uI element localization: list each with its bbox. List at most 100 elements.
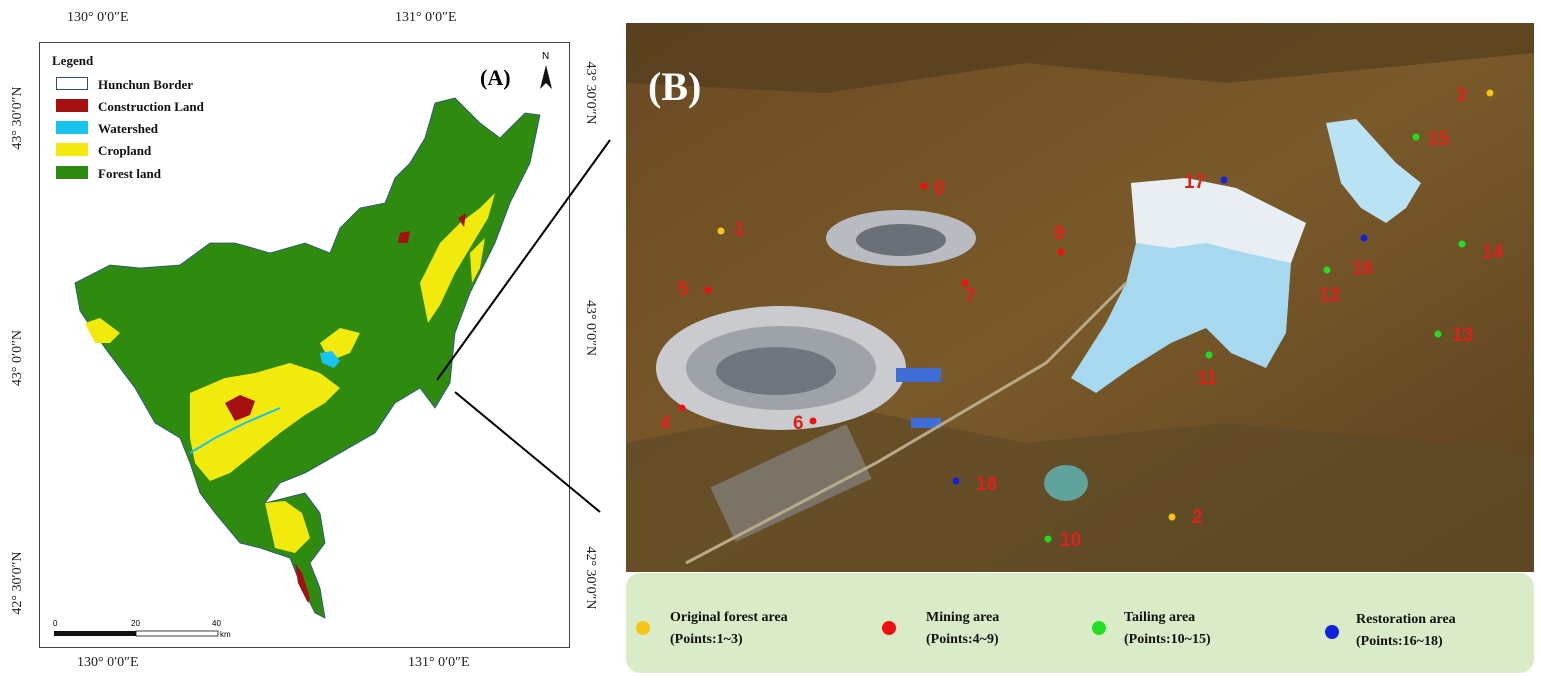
legend-title: Legend	[52, 53, 94, 68]
top-axis-label-130: 130° 0′0″E	[67, 10, 129, 25]
point-marker-12	[1323, 266, 1331, 274]
bottom-axis-label-131: 131° 0′0″E	[408, 655, 470, 670]
legend-tailing-title: Tailing area	[1124, 610, 1196, 625]
construction-land-city	[225, 395, 255, 421]
cropland-east	[470, 238, 485, 283]
tailing-pond-upper	[1326, 119, 1421, 223]
point-label-9: 9	[1054, 223, 1065, 244]
satellite-image-panel: (B) 1 2 3 4 5 6 7 8 9 10 11 12 13 14 15 …	[626, 23, 1534, 572]
scale-tick-20: 20	[131, 619, 140, 628]
point-label-14: 14	[1482, 242, 1504, 263]
point-marker-15	[1412, 133, 1420, 141]
cropland-south	[265, 501, 310, 553]
legend-swatch-border	[56, 77, 88, 90]
point-label-11: 11	[1197, 368, 1218, 389]
legend-item-cropland: Cropland	[52, 143, 252, 159]
legend-restoration-sub: (Points:16~18)	[1356, 634, 1443, 649]
cropland-river	[420, 193, 495, 323]
point-label-2: 2	[1192, 507, 1203, 528]
point-category-legend: Original forest area (Points:1~3) Mining…	[626, 573, 1534, 673]
legend-entry-forest: Original forest area (Points:1~3)	[670, 607, 788, 651]
bottom-axis-label-130: 130° 0′0″E	[77, 655, 139, 670]
point-label-1: 1	[734, 219, 745, 240]
connector-line-upper	[436, 139, 611, 381]
point-marker-16	[1360, 234, 1368, 242]
scale-tick-0: 0	[53, 619, 58, 628]
point-label-18: 18	[976, 474, 998, 495]
legend-item-border: Hunchun Border	[52, 77, 252, 93]
watershed-lake	[320, 351, 340, 368]
legend-label-cropland: Cropland	[98, 143, 152, 158]
point-label-13: 13	[1452, 325, 1474, 346]
legend-dot-forest	[636, 621, 650, 635]
legend-dot-restoration	[1325, 625, 1339, 639]
legend-forest-sub: (Points:1~3)	[670, 632, 743, 647]
legend-label-forest: Forest land	[98, 166, 161, 181]
point-marker-10	[1044, 535, 1052, 543]
connector-line-lower	[454, 391, 601, 513]
construction-land-north	[398, 231, 410, 243]
cropland-main	[190, 363, 340, 481]
north-arrow	[540, 65, 552, 89]
legend-mining-sub: (Points:4~9)	[926, 632, 999, 647]
legend-restoration-title: Restoration area	[1356, 612, 1456, 627]
legend-swatch-watershed	[56, 121, 88, 134]
point-marker-5	[704, 286, 712, 294]
small-pond	[1044, 465, 1088, 501]
legend-label-watershed: Watershed	[98, 121, 158, 136]
point-label-15: 15	[1428, 129, 1450, 150]
point-marker-2	[1168, 513, 1176, 521]
point-label-10: 10	[1060, 530, 1082, 551]
construction-land-south	[295, 563, 310, 603]
point-marker-18	[952, 477, 960, 485]
land-use-map-svg	[54, 65, 552, 637]
legend-label-construction: Construction Land	[98, 99, 204, 114]
scale-tick-40: 40	[212, 619, 221, 628]
scale-bar	[54, 630, 219, 637]
panel-a-label: (A)	[480, 65, 511, 90]
panel-b-label: (B)	[648, 64, 702, 109]
legend-dot-tailing	[1092, 621, 1106, 635]
hunchun-land-use-map: (A) N Legend Hunchun Border Construction…	[39, 42, 570, 648]
legend-swatch-construction	[56, 99, 88, 112]
point-marker-8	[920, 182, 928, 190]
legend-entry-mining: Mining area (Points:4~9)	[926, 607, 999, 651]
construction-land-east	[458, 213, 466, 227]
legend-item-watershed: Watershed	[52, 121, 252, 137]
cropland-west	[85, 318, 120, 343]
point-marker-6	[809, 417, 817, 425]
point-label-16: 16	[1352, 258, 1374, 279]
north-label: N	[542, 51, 550, 62]
point-marker-17	[1220, 176, 1228, 184]
satellite-image	[626, 23, 1534, 572]
legend-mining-title: Mining area	[926, 610, 1000, 625]
legend-item-construction: Construction Land	[52, 99, 252, 115]
top-axis-label-131: 131° 0′0″E	[395, 10, 457, 25]
point-label-8: 8	[934, 178, 945, 199]
point-marker-11	[1205, 351, 1213, 359]
legend-entry-restoration: Restoration area (Points:16~18)	[1356, 609, 1456, 653]
scale-unit: km	[220, 630, 231, 639]
legend-swatch-cropland	[56, 143, 88, 156]
point-label-5: 5	[678, 279, 689, 300]
point-marker-1	[717, 227, 725, 235]
point-label-12: 12	[1319, 285, 1341, 306]
industrial-area	[710, 424, 872, 542]
point-label-3: 3	[1456, 85, 1467, 106]
point-marker-3	[1486, 89, 1494, 97]
point-marker-14	[1458, 240, 1466, 248]
legend-forest-title: Original forest area	[670, 610, 788, 625]
legend-tailing-sub: (Points:10~15)	[1124, 632, 1211, 647]
point-label-17: 17	[1184, 172, 1206, 193]
watershed-river	[189, 407, 281, 454]
point-label-6: 6	[793, 413, 804, 434]
point-marker-9	[1057, 248, 1065, 256]
legend-item-forest: Forest land	[52, 166, 252, 182]
legend-label-border: Hunchun Border	[98, 77, 193, 92]
point-marker-13	[1434, 330, 1442, 338]
point-label-4: 4	[660, 413, 671, 434]
point-label-7: 7	[965, 286, 976, 307]
legend-swatch-forest	[56, 166, 88, 179]
legend-entry-tailing: Tailing area (Points:10~15)	[1124, 607, 1211, 651]
